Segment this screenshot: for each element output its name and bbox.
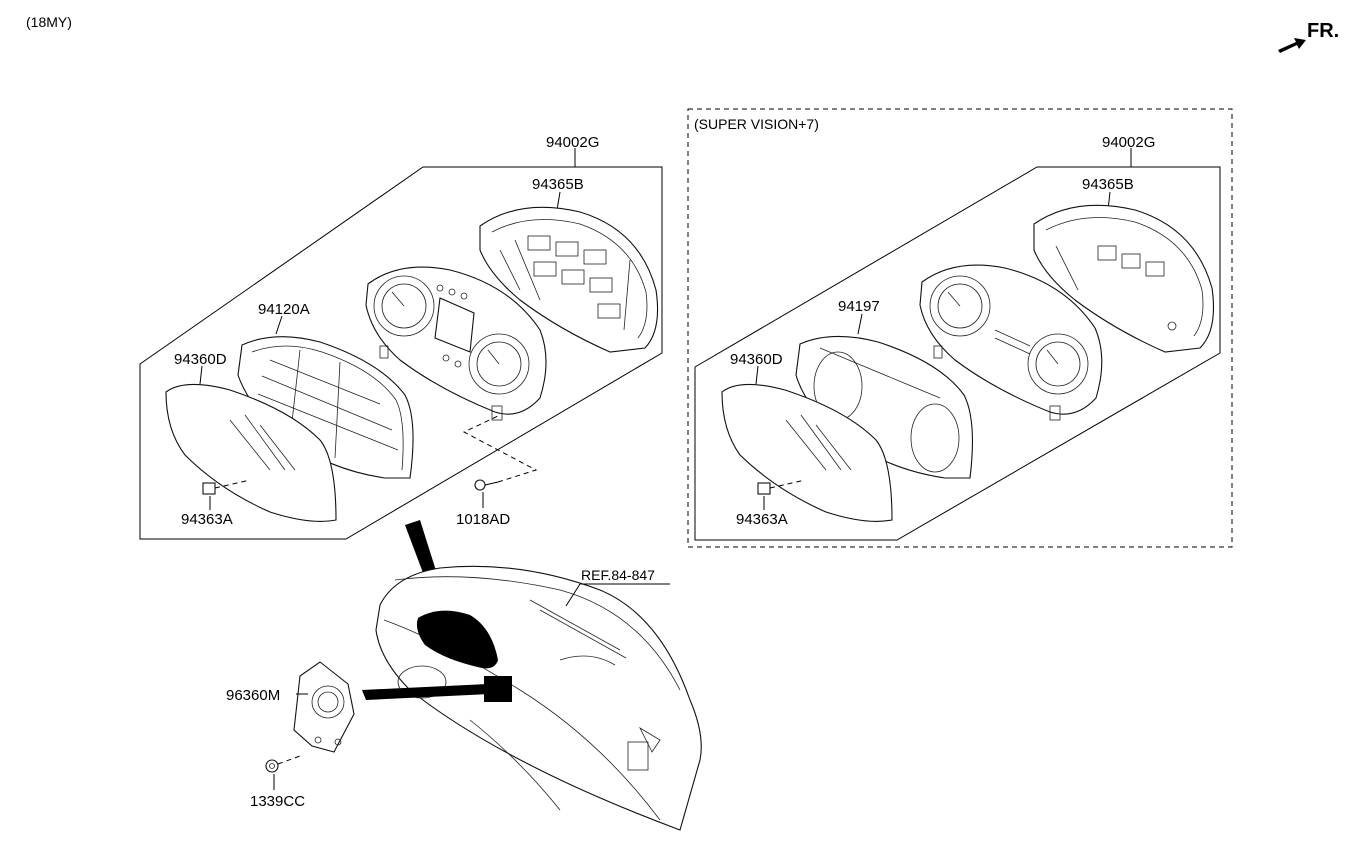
front-arrow-icon xyxy=(1278,38,1306,53)
cluster-glass xyxy=(165,383,337,522)
label-window-frame: 94120A xyxy=(258,301,310,318)
supervision-title: (SUPER VISION+7) xyxy=(694,116,819,132)
cluster-case xyxy=(479,206,659,353)
label-assembly: 94002G xyxy=(546,134,599,151)
module-part xyxy=(293,661,355,753)
sv-cluster-case xyxy=(1033,204,1215,353)
right-cluster-group: (SUPER VISION+7) xyxy=(687,108,1233,548)
label-case: 94365B xyxy=(532,176,584,193)
cluster-window-frame xyxy=(237,336,414,479)
label-clip: 94363A xyxy=(181,511,233,528)
front-indicator-label: FR. xyxy=(1307,20,1339,42)
sv-cluster-glass xyxy=(721,383,893,522)
left-group-outline xyxy=(139,166,663,540)
right-group-outline xyxy=(694,166,1221,541)
dashboard-assembly: REF.84-847 96360M 1339CC xyxy=(226,520,702,831)
label-glass: 94360D xyxy=(174,351,227,368)
sv-gauge-panel xyxy=(919,264,1103,421)
model-year-label: (18MY) xyxy=(26,14,72,30)
screw-part xyxy=(474,479,499,491)
cluster-gauge-panel xyxy=(365,266,547,421)
nut-part xyxy=(265,759,279,773)
label-nut: 1339CC xyxy=(250,793,305,810)
sv-clip-part xyxy=(757,482,771,495)
sv-label-clip: 94363A xyxy=(736,511,788,528)
cluster-hood xyxy=(416,610,498,669)
ref-label: REF.84-847 xyxy=(581,567,655,583)
left-cluster-group: 94002G 94365B 94120A 94360D 94363A 1018A… xyxy=(139,134,663,540)
label-module: 96360M xyxy=(226,687,280,704)
sv-label-assembly: 94002G xyxy=(1102,134,1155,151)
sv-label-glass: 94360D xyxy=(730,351,783,368)
supervision-box xyxy=(687,108,1233,548)
clip-part xyxy=(202,482,216,495)
label-screw: 1018AD xyxy=(456,511,510,528)
sv-label-window-frame: 94197 xyxy=(838,298,880,315)
module-pointer xyxy=(362,684,490,700)
sv-label-case: 94365B xyxy=(1082,176,1134,193)
